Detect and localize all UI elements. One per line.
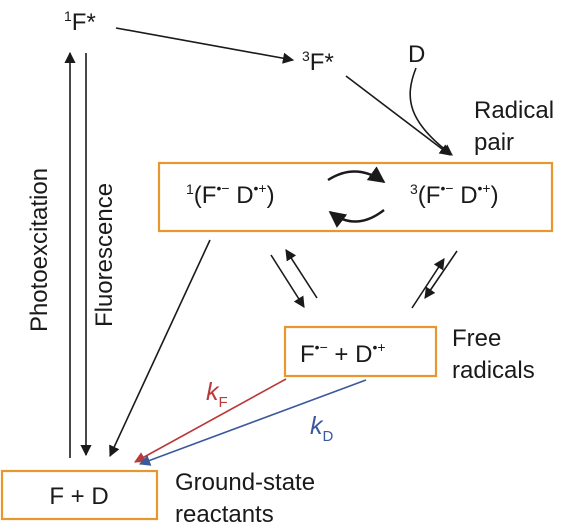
triplet-escape-arrow <box>424 250 458 299</box>
kD-arrow <box>138 379 367 466</box>
spin-conversion-arrow-backward <box>328 209 385 228</box>
fluorescence-label: Fluorescence <box>91 183 118 327</box>
free-radicals-label-line2: radicals <box>452 357 535 384</box>
spin-conversion-arrow-forward <box>327 166 386 183</box>
triplet-radical-pair: 3(F•− D•+) <box>410 180 499 209</box>
donor-label: D <box>408 41 425 68</box>
free-radicals-formula: F•− + D•+ <box>300 339 386 368</box>
kF-label: kF <box>206 378 228 411</box>
free-radicals-box <box>283 325 438 378</box>
radical-pair-label-line1: Radical <box>474 97 554 124</box>
triplet-reencounter-arrow <box>411 258 445 309</box>
ground-state-label-line2: reactants <box>175 501 274 528</box>
ground-state-label-line1: Ground-state <box>175 469 315 496</box>
singlet-escape-arrow <box>270 254 305 308</box>
photoexcitation-label: Photoexcitation <box>26 168 53 332</box>
singlet-excited-state: 1F* <box>64 8 96 36</box>
ground-state-box <box>0 469 159 521</box>
singlet-radical-pair: 1(F•− D•+) <box>186 180 275 209</box>
triplet-excited-state: 3F* <box>302 48 334 76</box>
ground-state-formula: F + D <box>49 483 108 510</box>
kF-arrow <box>134 378 287 463</box>
electron-transfer-arrow <box>345 75 451 156</box>
intersystem-crossing-arrow <box>115 27 295 64</box>
kD-label: kD <box>310 412 334 445</box>
donor-curved-arrow <box>409 67 453 156</box>
radical-pair-label-line2: pair <box>474 129 514 156</box>
singlet-reencounter-arrow <box>285 249 318 299</box>
radical-pair-box <box>157 161 554 233</box>
singlet-recombination-arrow <box>109 239 211 458</box>
free-radicals-label-line1: Free <box>452 325 501 352</box>
